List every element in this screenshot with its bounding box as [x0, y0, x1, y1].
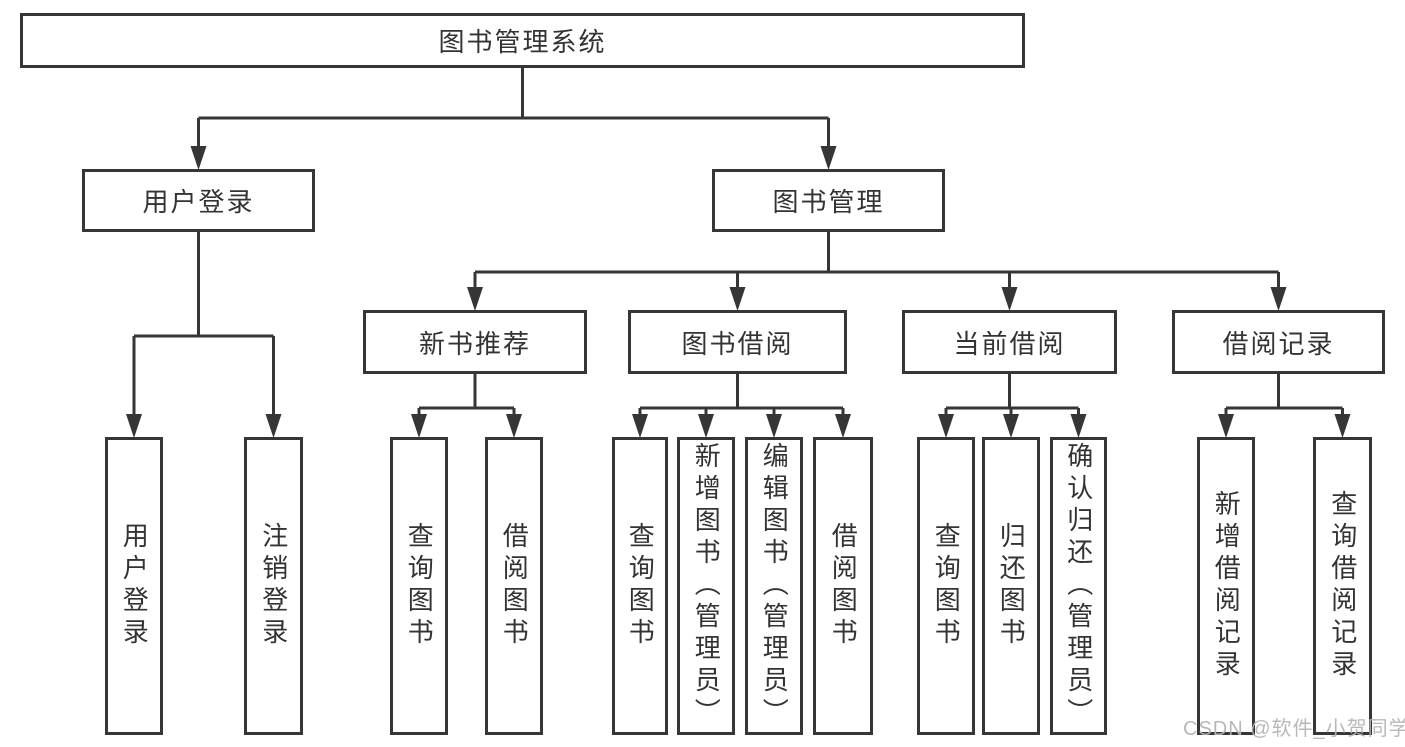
- node-bb-query-book: 查询图书: [612, 437, 668, 735]
- node-label-rec-borrow-book: 借阅图书: [499, 522, 530, 650]
- node-bb-borrow-book: 借阅图书: [813, 437, 873, 735]
- node-book-borrow: 图书借阅: [628, 310, 847, 374]
- node-leaf-logout: 注销登录: [244, 437, 303, 735]
- node-label-bb-borrow-book: 借阅图书: [828, 522, 859, 650]
- node-label-borrow-records: 借阅记录: [1222, 328, 1335, 359]
- node-leaf-user-login: 用户登录: [105, 437, 163, 735]
- node-bb-add-book: 新增图书（管理员）: [677, 437, 735, 735]
- csdn-watermark: CSDN @软件_小贺同学: [1183, 718, 1405, 740]
- node-book-mgmt: 图书管理: [712, 169, 945, 232]
- node-label-root: 图书管理系统: [438, 27, 607, 57]
- node-label-bb-query-book: 查询图书: [625, 522, 656, 650]
- node-label-new-book-rec: 新书推荐: [418, 328, 531, 359]
- node-rec-borrow-book: 借阅图书: [485, 437, 543, 735]
- node-label-cb-confirm: 确认归还（管理员）: [1063, 442, 1094, 730]
- node-label-user-login: 用户登录: [142, 187, 255, 217]
- node-label-cb-query-book: 查询图书: [931, 522, 962, 650]
- node-bb-edit-book: 编辑图书（管理员）: [745, 437, 803, 735]
- node-label-book-mgmt: 图书管理: [772, 187, 885, 217]
- node-root: 图书管理系统: [20, 13, 1025, 68]
- node-label-bb-edit-book: 编辑图书（管理员）: [759, 442, 790, 730]
- node-br-query-record: 查询借阅记录: [1313, 437, 1372, 735]
- node-rec-query-book: 查询图书: [390, 437, 448, 735]
- node-label-leaf-logout: 注销登录: [258, 522, 289, 650]
- node-label-cb-return-book: 归还图书: [996, 522, 1027, 650]
- node-label-current-borrow: 当前借阅: [953, 328, 1066, 359]
- node-br-add-record: 新增借阅记录: [1197, 437, 1255, 735]
- node-cb-query-book: 查询图书: [917, 437, 975, 735]
- node-label-rec-query-book: 查询图书: [404, 522, 435, 650]
- node-borrow-records: 借阅记录: [1172, 310, 1385, 374]
- node-new-book-rec: 新书推荐: [363, 310, 587, 374]
- node-label-br-query-record: 查询借阅记录: [1327, 490, 1358, 682]
- node-label-bb-add-book: 新增图书（管理员）: [691, 442, 722, 730]
- node-cb-return-book: 归还图书: [982, 437, 1040, 735]
- node-label-br-add-record: 新增借阅记录: [1211, 490, 1242, 682]
- node-label-book-borrow: 图书借阅: [681, 328, 794, 359]
- node-user-login: 用户登录: [82, 169, 315, 232]
- node-cb-confirm: 确认归还（管理员）: [1050, 437, 1107, 735]
- node-current-borrow: 当前借阅: [902, 310, 1117, 374]
- node-label-leaf-user-login: 用户登录: [119, 522, 150, 650]
